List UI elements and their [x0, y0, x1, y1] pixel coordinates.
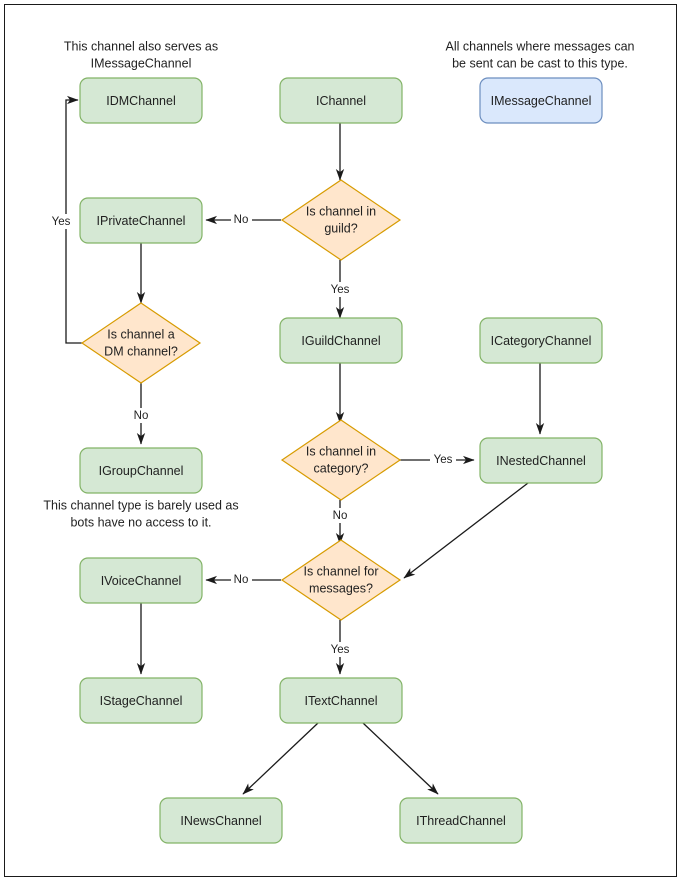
decision-in-category-line2: category?	[314, 461, 369, 475]
decision-dm-channel-shape[interactable]	[80, 302, 202, 384]
label-dm-yes: Yes	[48, 214, 74, 229]
node-igroupchannel-label: IGroupChannel	[99, 464, 184, 478]
node-iprivatechannel[interactable]: IPrivateChannel	[79, 197, 203, 244]
node-iguildchannel[interactable]: IGuildChannel	[279, 317, 403, 364]
label-category-no-text: No	[333, 510, 348, 522]
node-ithreadchannel[interactable]: IThreadChannel	[399, 797, 523, 844]
decision-in-guild-line2: guild?	[324, 221, 357, 235]
node-ichannel[interactable]: IChannel	[279, 77, 403, 124]
node-ithreadchannel-label: IThreadChannel	[416, 814, 506, 828]
decision-in-guild-shape[interactable]	[280, 179, 402, 261]
node-ithreadchannel-shape[interactable]	[399, 797, 523, 844]
decision-is-channel-in-category[interactable]: Is channel in category?	[280, 419, 402, 501]
decision-for-messages-line2: messages?	[309, 581, 373, 595]
node-idmchannel-label: IDMChannel	[106, 94, 175, 108]
node-inestedchannel-shape[interactable]	[479, 437, 603, 484]
node-iguildchannel-label: IGuildChannel	[301, 334, 380, 348]
decision-is-channel-a-dm-channel[interactable]: Is channel a DM channel?	[80, 302, 202, 384]
node-itextchannel-label: ITextChannel	[305, 694, 378, 708]
node-istagechannel-shape[interactable]	[79, 677, 203, 724]
edge-itextchannel-to-ithreadchannel	[362, 722, 439, 795]
node-iprivatechannel-label: IPrivateChannel	[97, 214, 186, 228]
node-icategorychannel-shape[interactable]	[479, 317, 603, 364]
decision-in-category-shape[interactable]	[280, 419, 402, 501]
node-istagechannel-label: IStageChannel	[100, 694, 183, 708]
node-ivoicechannel[interactable]: IVoiceChannel	[79, 557, 203, 604]
node-istagechannel[interactable]: IStageChannel	[79, 677, 203, 724]
label-messages-yes-text: Yes	[331, 644, 350, 656]
node-ichannel-label: IChannel	[316, 94, 366, 108]
node-inewschannel[interactable]: INewsChannel	[159, 797, 283, 844]
label-dm-no-text: No	[134, 410, 149, 422]
note-right-line1: All channels where messages can	[446, 39, 635, 53]
label-dm-no: No	[131, 408, 152, 423]
label-guild-no: No	[231, 212, 252, 227]
label-messages-no-text: No	[234, 574, 249, 586]
decision-for-messages-line1: Is channel for	[303, 564, 378, 578]
node-icategorychannel[interactable]: ICategoryChannel	[479, 317, 603, 364]
node-itextchannel-shape[interactable]	[279, 677, 403, 724]
node-icategorychannel-label: ICategoryChannel	[491, 334, 592, 348]
note-imessagechannel-right: All channels where messages can be sent …	[446, 39, 635, 70]
decision-dm-channel-line2: DM channel?	[104, 344, 178, 358]
edge-inestedchannel-to-messages	[403, 482, 529, 579]
label-guild-yes: Yes	[327, 282, 353, 297]
label-dm-yes-text: Yes	[52, 216, 71, 228]
node-idmchannel-shape[interactable]	[79, 77, 203, 124]
note-left-line1: This channel also serves as	[64, 39, 218, 53]
label-category-yes: Yes	[430, 452, 456, 467]
note-group-line2: bots have no access to it.	[70, 515, 211, 529]
node-inewschannel-label: INewsChannel	[180, 814, 261, 828]
note-group-line1: This channel type is barely used as	[43, 498, 238, 512]
label-messages-yes: Yes	[327, 642, 353, 657]
edge-itextchannel-to-inewschannel	[242, 722, 319, 795]
node-iprivatechannel-shape[interactable]	[79, 197, 203, 244]
label-messages-no: No	[231, 572, 252, 587]
node-itextchannel[interactable]: ITextChannel	[279, 677, 403, 724]
node-imessagechannel-label: IMessageChannel	[491, 94, 592, 108]
decision-is-channel-for-messages[interactable]: Is channel for messages?	[280, 539, 402, 621]
note-igroupchannel: This channel type is barely used as bots…	[43, 498, 238, 529]
decision-dm-channel-line1: Is channel a	[107, 327, 174, 341]
decision-in-guild-line1: Is channel in	[306, 204, 376, 218]
label-category-no: No	[330, 508, 351, 523]
node-idmchannel[interactable]: IDMChannel	[79, 77, 203, 124]
node-inewschannel-shape[interactable]	[159, 797, 283, 844]
node-ichannel-shape[interactable]	[279, 77, 403, 124]
node-inestedchannel[interactable]: INestedChannel	[479, 437, 603, 484]
decision-in-category-line1: Is channel in	[306, 444, 376, 458]
label-guild-yes-text: Yes	[331, 284, 350, 296]
label-guild-no-text: No	[234, 214, 249, 226]
label-category-yes-text: Yes	[434, 454, 453, 466]
decision-for-messages-shape[interactable]	[280, 539, 402, 621]
node-imessagechannel[interactable]: IMessageChannel	[479, 77, 603, 124]
note-imessagechannel-left: This channel also serves as IMessageChan…	[64, 39, 218, 70]
decision-is-channel-in-guild[interactable]: Is channel in guild?	[280, 179, 402, 261]
node-ivoicechannel-label: IVoiceChannel	[101, 574, 182, 588]
note-right-line2: be sent can be cast to this type.	[452, 56, 628, 70]
node-igroupchannel[interactable]: IGroupChannel	[79, 447, 203, 494]
note-left-line2: IMessageChannel	[91, 56, 192, 70]
node-ivoicechannel-shape[interactable]	[79, 557, 203, 604]
node-imessagechannel-shape[interactable]	[479, 77, 603, 124]
node-iguildchannel-shape[interactable]	[279, 317, 403, 364]
node-inestedchannel-label: INestedChannel	[496, 454, 586, 468]
node-igroupchannel-shape[interactable]	[79, 447, 203, 494]
